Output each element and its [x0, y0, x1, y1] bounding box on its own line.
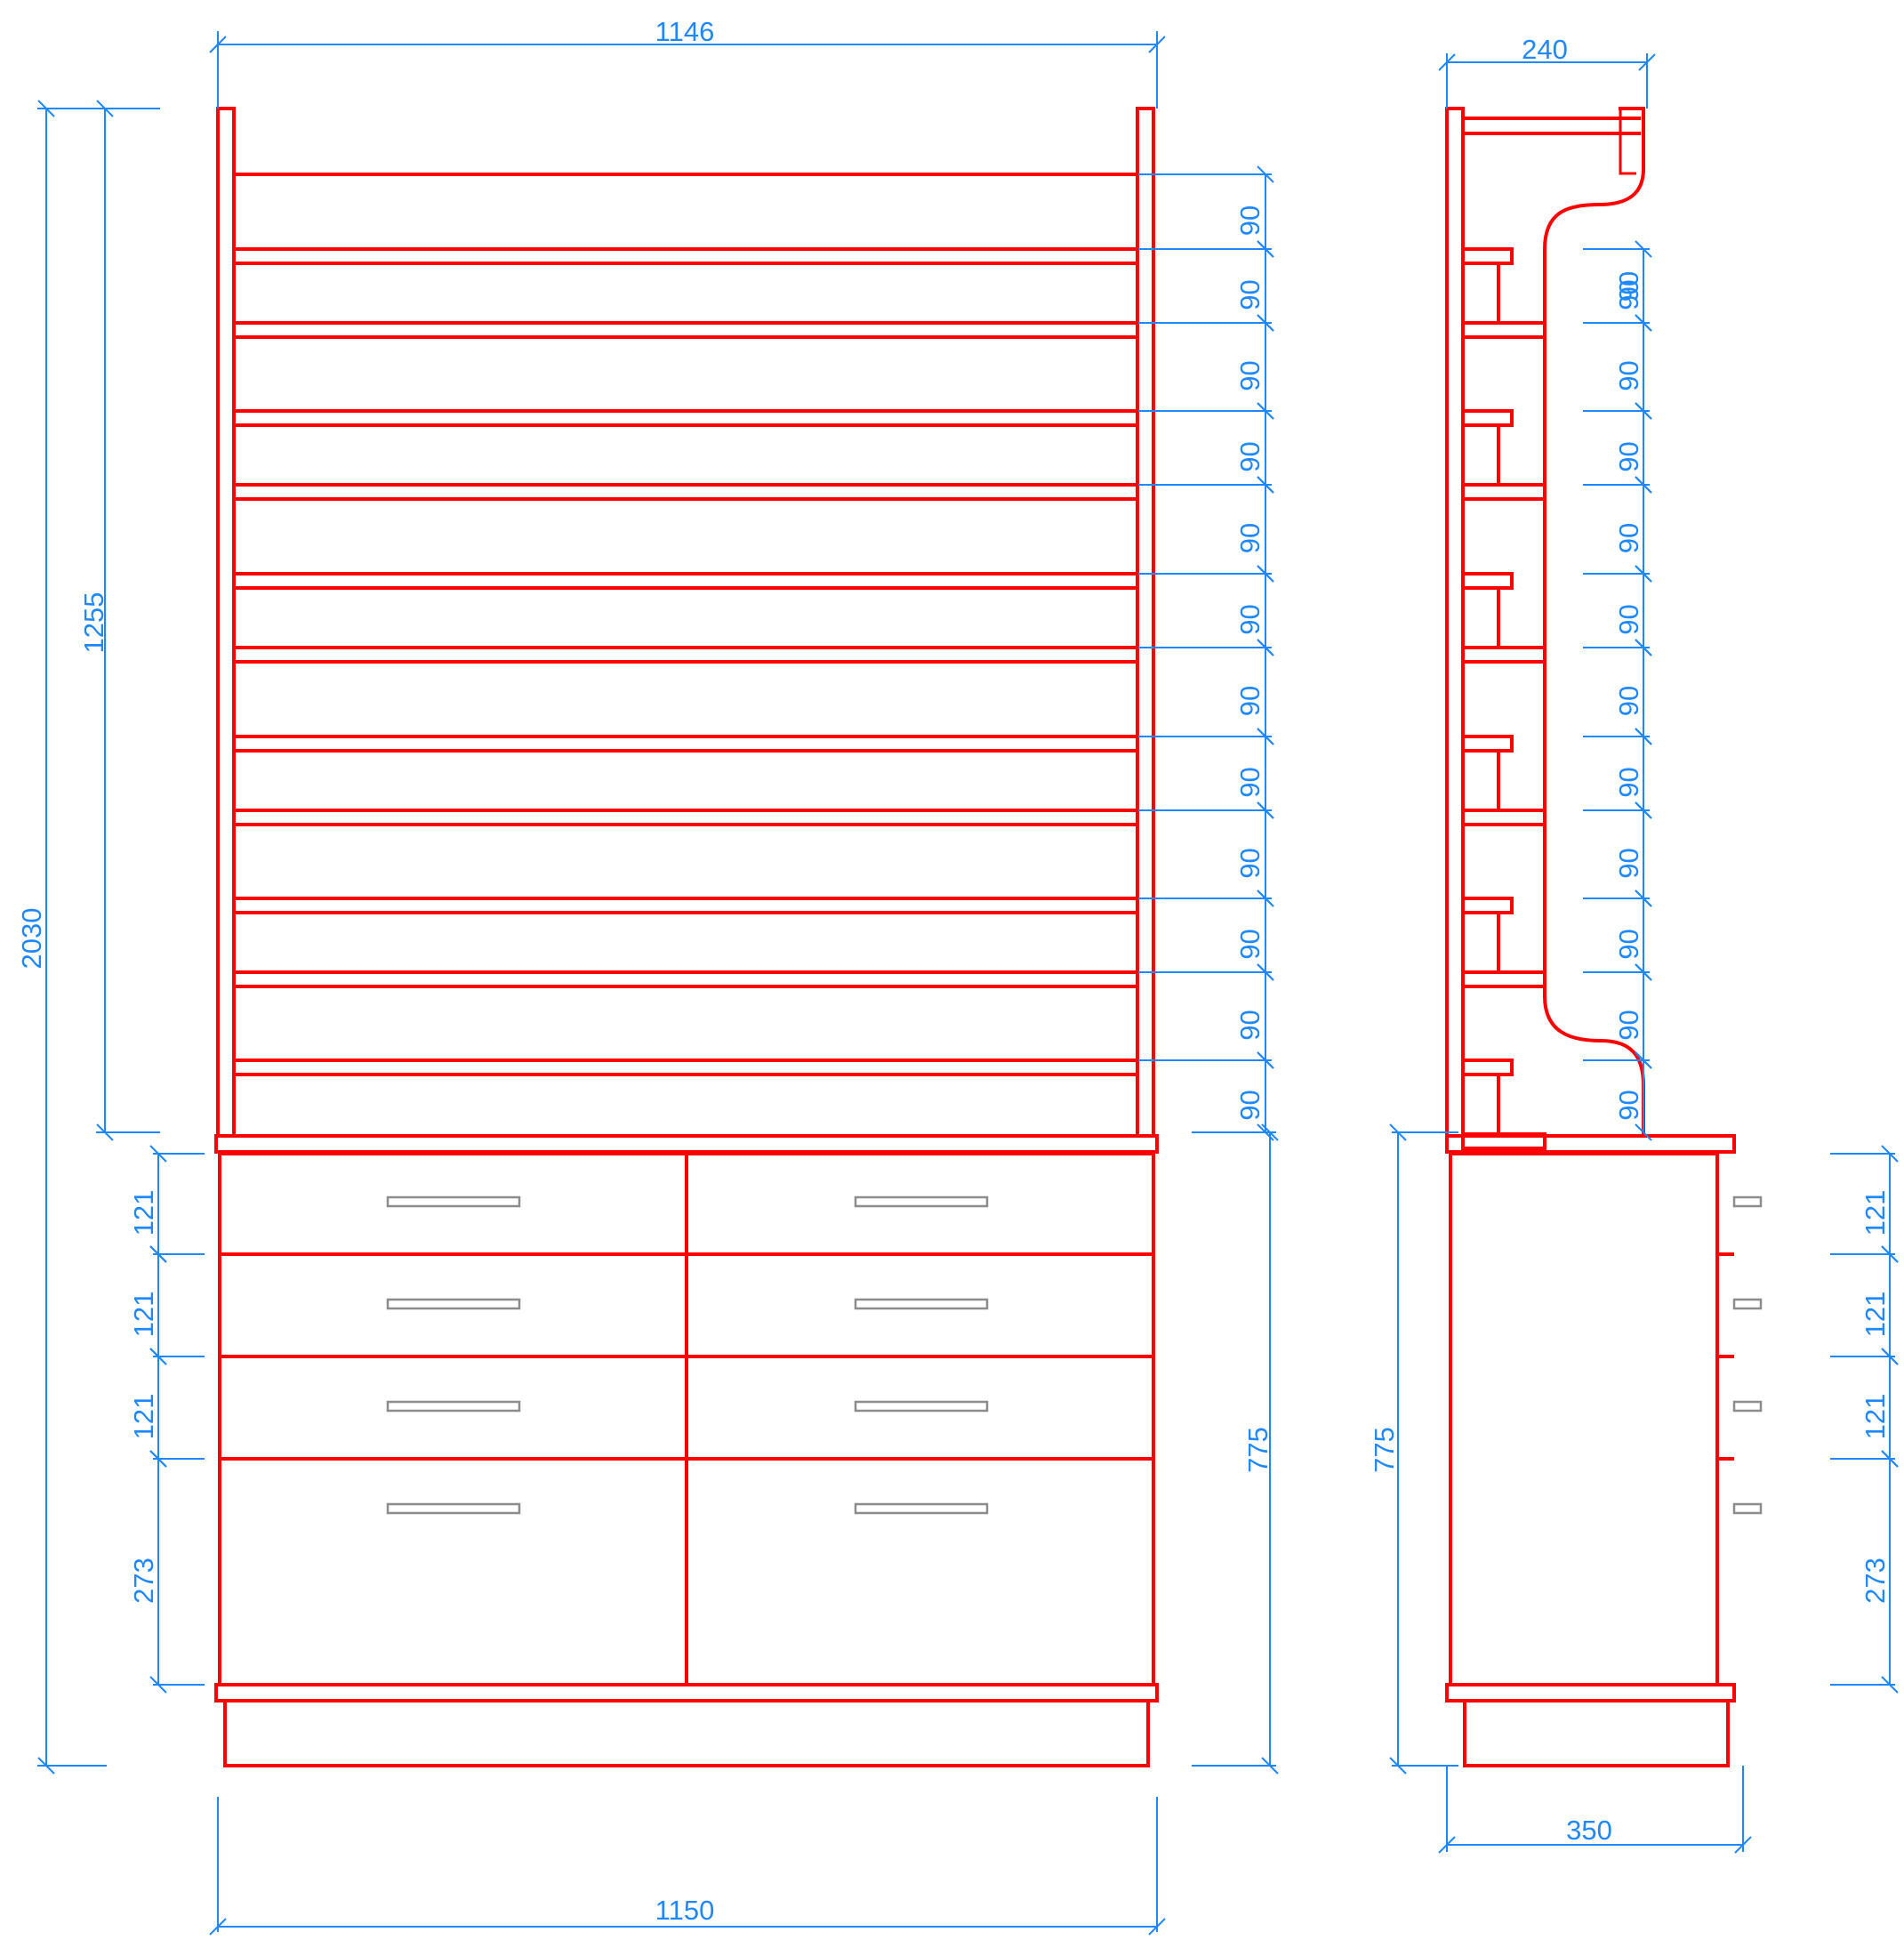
side-drawer-height-label: 121 — [1860, 1190, 1891, 1236]
shelf-side — [1461, 321, 1546, 339]
shelf-side — [1461, 646, 1546, 664]
shelf-front-lip — [1461, 1059, 1514, 1076]
drawer-handle — [854, 1298, 989, 1310]
shelf-spacing-label: 90 — [1234, 929, 1265, 959]
side-shelf-spacing-label: 90 — [1613, 523, 1644, 553]
shelf-front-lip — [1461, 897, 1514, 914]
drawer-height-label: 121 — [128, 1292, 159, 1338]
front-view: 1146 1150 2030 1255 775 9090909090909090… — [16, 16, 1279, 1936]
right-upright — [1136, 107, 1155, 1138]
canopy-lip — [1619, 109, 1636, 175]
front-bottom-width-label: 1150 — [655, 1895, 715, 1926]
side-drawer-height-label: 121 — [1860, 1292, 1891, 1338]
drawer-handle — [854, 1400, 989, 1413]
shelf-spacing-label: 90 — [1234, 279, 1265, 310]
side-top-depth-label: 240 — [1522, 34, 1568, 65]
shelf-front-lip — [1461, 409, 1514, 427]
shelf-side — [1461, 483, 1546, 501]
front-cabinet-outline — [214, 107, 1159, 1767]
front-total-height-label: 2030 — [16, 908, 47, 970]
shelf-side — [1461, 809, 1546, 826]
side-view: 240 350 775 9090909090909090909090901211… — [1369, 34, 1899, 1854]
drawer-handle-side — [1732, 1502, 1763, 1515]
bottom-board — [214, 1683, 1159, 1703]
countertop — [214, 1134, 1159, 1154]
side-shelf-spacing-label: 90 — [1613, 279, 1644, 310]
shelf-spacing-label: 90 — [1234, 1010, 1265, 1040]
side-plinth — [1463, 1699, 1730, 1767]
side-shelf-spacing-label: 90 — [1613, 1090, 1644, 1120]
side-shelf-spacing-label: 90 — [1613, 271, 1644, 302]
front-dimensions: 1146 1150 2030 1255 775 9090909090909090… — [16, 16, 1279, 1936]
shelf-side — [1461, 970, 1546, 988]
side-bottom-depth-label: 350 — [1566, 1815, 1612, 1846]
side-shelf-spacing-label: 90 — [1613, 686, 1644, 716]
side-lower-height-label: 775 — [1369, 1427, 1400, 1473]
drawer-handle-side — [1732, 1298, 1763, 1310]
shelf-spacing-label: 90 — [1234, 604, 1265, 634]
side-shelf-spacing-label: 90 — [1613, 441, 1644, 471]
back-panel — [1445, 107, 1465, 1138]
drawer-handle — [854, 1502, 989, 1515]
drawer-height-label: 121 — [128, 1394, 159, 1440]
side-drawer-height-label: 273 — [1860, 1558, 1891, 1604]
drawer-handle — [854, 1195, 989, 1208]
shelf-front-lip — [1461, 735, 1514, 753]
front-lower-height-label: 775 — [1242, 1427, 1273, 1473]
shelf-spacing-label: 90 — [1234, 523, 1265, 553]
shelf-front-lip — [1461, 247, 1514, 265]
plinth — [223, 1699, 1150, 1767]
side-bottom-board — [1445, 1683, 1736, 1703]
side-shelf-spacing-label: 90 — [1613, 929, 1644, 959]
shelf-spacing-label: 90 — [1234, 767, 1265, 797]
side-shelf-spacing-label: 90 — [1613, 360, 1644, 390]
shelf-spacing-label: 90 — [1234, 1090, 1265, 1120]
shelf-front-lip — [1461, 572, 1514, 590]
side-drawer-height-label: 121 — [1860, 1394, 1891, 1440]
drawer-handle-side — [1732, 1195, 1763, 1208]
drawer-height-label: 273 — [128, 1558, 159, 1604]
drawer-handle — [386, 1298, 521, 1310]
side-shelf-spacing-label: 90 — [1613, 848, 1644, 878]
side-base-cabinet — [1449, 1152, 1719, 1686]
side-cabinet-outline — [1445, 107, 1763, 1767]
side-dimensions: 240 350 775 9090909090909090909090901211… — [1369, 34, 1899, 1854]
side-shelf-spacing-label: 90 — [1613, 767, 1644, 797]
drawer-handle — [386, 1400, 521, 1413]
drawer-handle-side — [1732, 1400, 1763, 1413]
side-profile-curve — [1543, 107, 1645, 1136]
drawer-handle — [386, 1195, 521, 1208]
drawer-height-label: 121 — [128, 1190, 159, 1236]
side-shelf-spacing-label: 90 — [1613, 604, 1644, 634]
shelf-spacing-label: 90 — [1234, 205, 1265, 236]
shelf-spacing-label: 90 — [1234, 848, 1265, 878]
shelf-spacing-label: 90 — [1234, 686, 1265, 716]
front-top-width-label: 1146 — [655, 16, 715, 47]
shelf-spacing-label: 90 — [1234, 441, 1265, 471]
shelf-spacing-label: 90 — [1234, 360, 1265, 390]
left-upright — [216, 107, 236, 1138]
drawer-handle — [386, 1502, 521, 1515]
side-shelf-spacing-label: 90 — [1613, 1010, 1644, 1040]
